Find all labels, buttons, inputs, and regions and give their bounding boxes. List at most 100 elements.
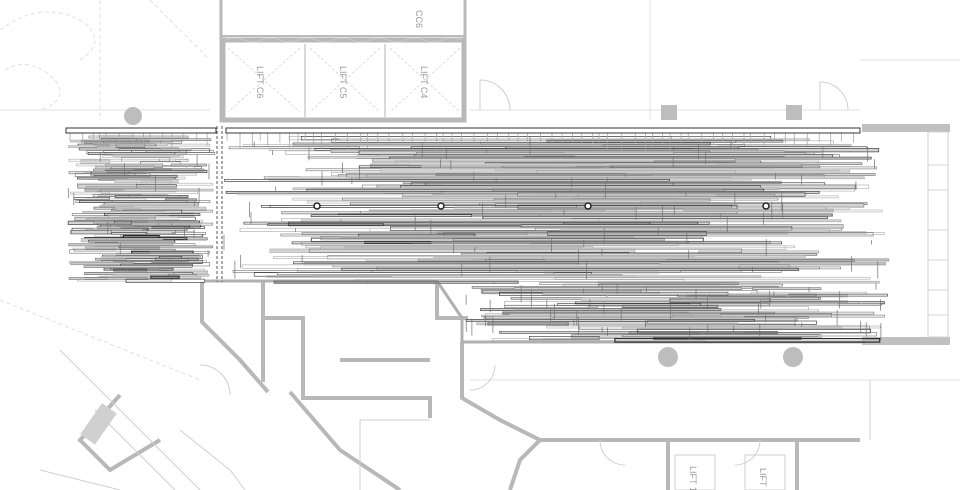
dense-line-0-89-1	[125, 278, 205, 283]
dense-line-1-50-0	[482, 215, 828, 219]
dense-line-0-17-1	[170, 163, 207, 167]
top-bar-left	[65, 127, 217, 134]
vertical-divider	[216, 126, 223, 282]
marker-2	[437, 202, 445, 210]
dense-line-1-28-0	[402, 181, 782, 184]
dense-line-1-70-0	[269, 248, 636, 253]
right-wall-bottom	[862, 337, 950, 345]
door-swing-2	[819, 81, 849, 111]
dense-line-0-72-0	[131, 250, 194, 254]
lower-hatch	[80, 403, 117, 445]
right-window-mullions	[928, 164, 948, 316]
dense-line-1-65-1	[431, 240, 772, 244]
dense-line-0-37-0	[114, 195, 189, 199]
dense-line-2-35-2	[614, 338, 881, 343]
column-round-bottom-1	[658, 347, 678, 367]
dense-line-1-61-1	[358, 233, 475, 237]
label-lift-c6: LIFT C6	[255, 66, 265, 98]
dense-line-0-0-0	[88, 135, 137, 139]
dense-line-2-0-0	[539, 282, 739, 285]
lift-core-wave	[225, 37, 463, 43]
marker-1	[313, 202, 321, 210]
dense-line-1-47-0	[281, 211, 738, 215]
dense-line-1-44-1	[454, 206, 850, 210]
dense-line-0-37-1	[128, 195, 181, 198]
lower-thin-lines	[39, 349, 871, 490]
circle-markers	[313, 202, 770, 210]
lift-cross-lines	[227, 47, 461, 113]
dense-line-0-67-2	[68, 243, 174, 247]
wall-i	[508, 438, 542, 490]
dense-line-1-87-2	[390, 275, 762, 278]
dense-line-0-5-2	[109, 143, 211, 147]
dense-line-1-14-0	[372, 158, 736, 163]
dense-line-1-52-1	[598, 219, 842, 223]
label-lift-bottom-2: LIFT	[758, 468, 768, 487]
wall-b	[261, 282, 432, 418]
dense-line-0-73-0	[116, 253, 200, 256]
dense-line-1-83-2	[371, 270, 782, 273]
column-round-bottom-2	[783, 347, 803, 367]
dense-line-0-83-1	[113, 268, 147, 272]
right-wall-top	[862, 124, 950, 132]
dense-line-0-11-0	[112, 154, 180, 157]
dense-line-1-55-0	[520, 224, 844, 229]
dense-line-1-64-0	[452, 238, 665, 242]
dense-line-1-65-0	[364, 240, 689, 244]
dense-line-0-89-0	[77, 278, 172, 282]
dense-line-0-14-0	[159, 158, 189, 162]
column-round-top	[124, 107, 142, 125]
dense-line-2-32-1	[622, 334, 819, 337]
dense-line-0-33-2	[123, 188, 214, 192]
dense-line-2-23-0	[465, 318, 755, 322]
dense-line-1-20-2	[495, 168, 840, 172]
dense-line-1-4-0	[292, 142, 711, 146]
context-arc-2	[4, 63, 61, 111]
dense-line-1-60-0	[301, 232, 528, 235]
hatched-block	[80, 403, 117, 445]
dense-line-1-5-1	[718, 144, 852, 147]
context-line-3	[149, 0, 211, 61]
dense-line-2-3-1	[752, 287, 822, 291]
dense-line-2-8-0	[685, 294, 849, 298]
dense-line-1-90-1	[366, 280, 495, 284]
right-wall-assembly	[862, 124, 950, 345]
wall-g	[288, 390, 402, 490]
dense-line-1-71-0	[698, 250, 819, 254]
dense-line-0-28-0	[141, 180, 172, 184]
context-lines	[0, 0, 960, 381]
dense-line-0-65-1	[88, 239, 176, 243]
dense-line-1-33-0	[492, 188, 726, 192]
dense-line-0-14-1	[68, 158, 176, 162]
label-lift-bottom-1: LIFT 1	[688, 466, 698, 490]
dense-line-1-59-2	[546, 231, 707, 236]
context-line-4	[0, 299, 201, 381]
column-square-2	[786, 105, 802, 120]
dense-line-1-88-0	[554, 276, 871, 280]
dense-line-1-5-0	[243, 144, 736, 147]
dense-line-1-34-1	[225, 191, 443, 194]
dense-line-1-54-0	[267, 223, 384, 226]
dense-line-1-39-1	[493, 198, 711, 202]
dense-line-2-1-2	[598, 283, 783, 287]
marker-4	[762, 202, 770, 210]
dense-line-0-70-0	[72, 247, 117, 251]
dense-line-0-0-2	[132, 135, 189, 139]
dense-line-2-30-1	[500, 331, 631, 334]
dense-line-0-67-0	[169, 243, 196, 246]
dense-line-0-15-0	[80, 159, 111, 164]
marker-3	[584, 202, 592, 210]
dense-line-0-47-0	[82, 211, 164, 214]
dense-line-0-72-1	[149, 251, 210, 254]
dense-line-0-61-1	[94, 234, 202, 237]
dense-line-0-88-1	[68, 277, 148, 280]
dense-line-1-74-1	[433, 255, 806, 258]
dense-line-1-66-1	[291, 241, 783, 245]
door-swing-1	[479, 79, 511, 111]
top-bar-right	[225, 127, 861, 134]
dense-line-1-1-2	[338, 138, 811, 142]
label-lift-c5: LIFT C5	[338, 66, 348, 98]
dense-line-1-89-0	[354, 279, 685, 282]
dense-line-1-49-0	[310, 214, 473, 217]
column-square-1	[661, 105, 677, 120]
